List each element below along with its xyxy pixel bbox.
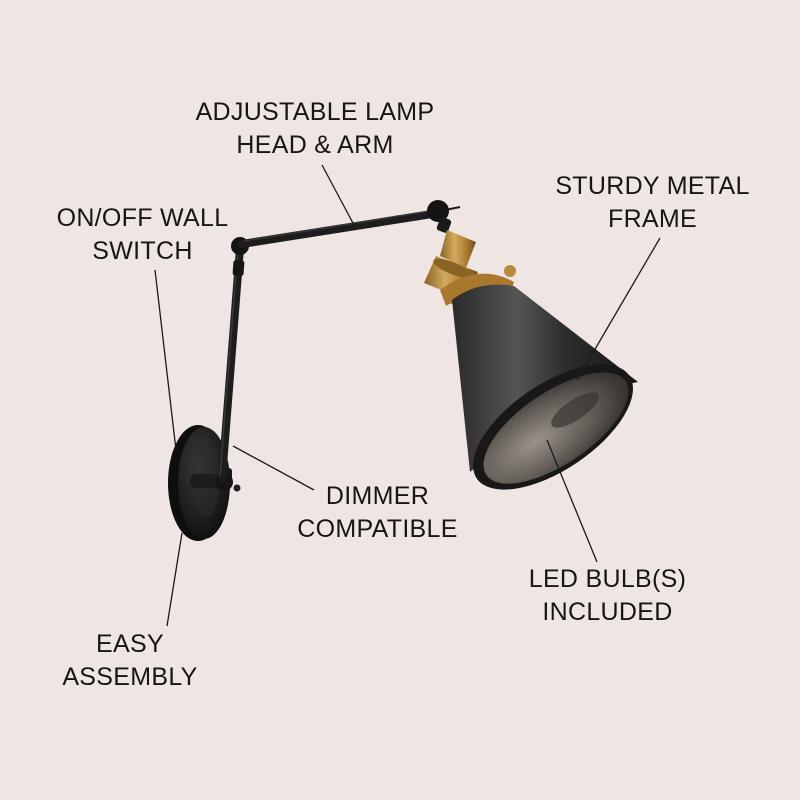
label-frame-line1: STURDY METAL [555,172,750,200]
label-sturdy-frame: STURDY METAL FRAME [530,170,775,236]
label-easy-assembly: EASY ASSEMBLY [40,628,220,694]
callout-line-arm [321,164,355,226]
label-dimmer: DIMMER COMPATIBLE [275,480,480,546]
callout-line-easy [166,532,183,627]
label-adjustable-arm: ADJUSTABLE LAMP HEAD & ARM [170,96,460,162]
label-frame-line2: FRAME [608,205,697,233]
label-arm-line2: HEAD & ARM [236,131,394,159]
label-easy-line1: EASY [96,630,164,658]
cone-shade [452,284,638,490]
label-led-line1: LED BULB(S) [528,565,687,593]
callout-line-led [546,439,598,563]
label-switch-line2: SWITCH [92,237,193,265]
callout-line-frame [576,237,661,381]
horizontal-arm [238,210,436,248]
label-led-bulbs: LED BULB(S) INCLUDED [505,563,710,629]
head-joint [427,200,461,233]
label-switch-line1: ON/OFF WALL [56,204,229,232]
label-dimmer-line1: DIMMER [325,482,430,510]
label-led-line2: INCLUDED [542,598,673,626]
callout-lines [154,164,661,627]
label-easy-line2: ASSEMBLY [62,663,198,691]
callout-line-switch [154,269,177,451]
label-arm-line1: ADJUSTABLE LAMP [195,98,435,126]
callout-line-dimmer [232,445,315,491]
label-wall-switch: ON/OFF WALL SWITCH [30,202,255,268]
vertical-arm [218,244,245,482]
label-dimmer-line2: COMPATIBLE [297,515,458,543]
